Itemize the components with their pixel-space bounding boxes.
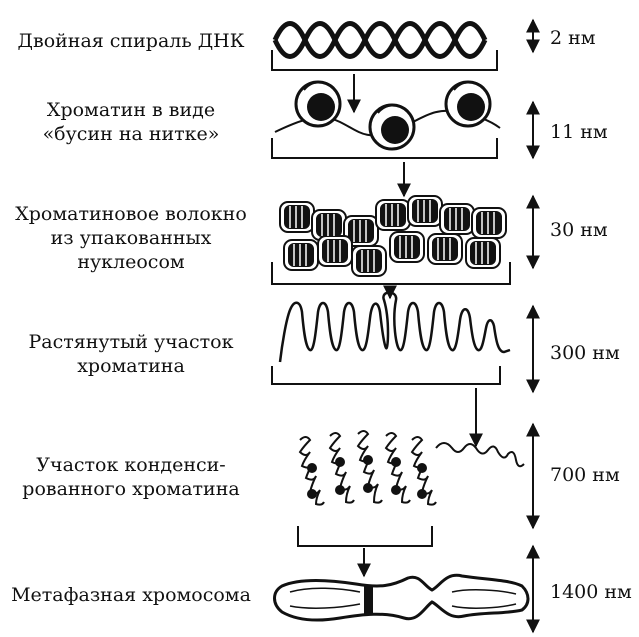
chromatin-fiber-illustration [280, 196, 506, 276]
chromosome-band [364, 585, 373, 615]
bracket-level-4 [272, 366, 500, 384]
metaphase-chromosome-illustration [275, 575, 529, 620]
condensed-chromatin-illustration [300, 431, 524, 505]
nucleosome-bead [446, 82, 490, 126]
condensed-chromatin-nodes [307, 455, 427, 499]
bracket-level-5 [298, 526, 432, 546]
nucleosome-bead [370, 105, 414, 149]
nucleosome-bead [296, 82, 340, 126]
beads-on-string-illustration [275, 82, 500, 149]
dna-helix-illustration [275, 24, 485, 57]
extended-chromatin-loops [280, 293, 510, 363]
